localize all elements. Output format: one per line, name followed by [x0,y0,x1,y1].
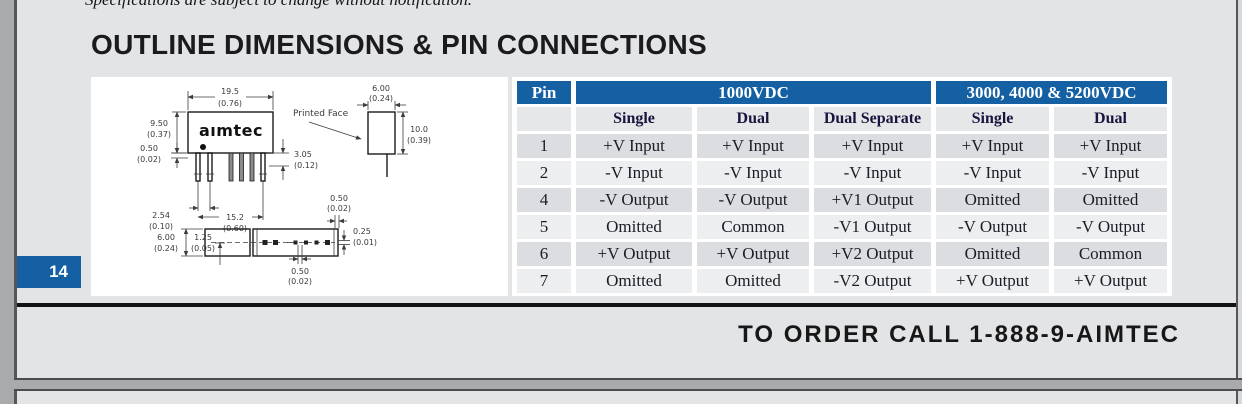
dim-pinlen-mm: 3.05 [294,150,312,159]
col-header-pin: Pin [517,81,571,104]
subheader-empty [517,107,571,131]
front-view: aımtec 19.5 (0.76) 9.50 (0.37) [137,87,318,233]
dim-bottom-pin-bot-mm: 0.50 [291,267,309,276]
table-cell: Common [1054,242,1167,266]
table-cell: -V Input [936,161,1049,185]
page-edge-strip [0,0,14,404]
pin-number: 2 [517,161,571,185]
table-cell: -V Output [936,215,1049,239]
pin-connections-table: Pin 1000VDC 3000, 4000 & 5200VDC Single … [517,81,1167,293]
table-cell: +V Input [814,134,931,158]
dim-side-height-mm: 10.0 [410,125,428,134]
table-cell: -V Input [576,161,692,185]
table-cell: -V Output [697,188,809,212]
subheader-dual-1: Dual [697,107,809,131]
section-heading: OUTLINE DIMENSIONS & PIN CONNECTIONS [91,29,707,60]
dim-side-width-in: (0.24) [369,94,393,103]
dim-front-width-mm: 19.5 [221,87,239,96]
dim-pinlen-in: (0.12) [294,161,318,170]
table-cell: +V1 Output [814,188,931,212]
table-cell: Omitted [576,269,692,293]
dim-side-height-in: (0.39) [407,136,431,145]
outline-drawing: aımtec 19.5 (0.76) 9.50 (0.37) [137,84,431,286]
dim-front-width-in: (0.76) [218,99,242,108]
table-cell: +V Input [936,134,1049,158]
dim-bottom-pin-thick-in: (0.01) [353,238,377,247]
table-cell: +V2 Output [814,242,931,266]
table-cell: -V Input [697,161,809,185]
table-cell: Common [697,215,809,239]
pin-number: 6 [517,242,571,266]
table-cell: -V1 Output [814,215,931,239]
spec-change-note: Specifications are subject to change wit… [85,0,472,10]
pin-connections-panel: Pin 1000VDC 3000, 4000 & 5200VDC Single … [512,77,1172,296]
section-divider-band [14,378,1242,391]
table-cell: -V Output [1054,215,1167,239]
page-right-edge-line [1236,0,1238,404]
table-cell: Omitted [1054,188,1167,212]
horizontal-rule [17,303,1236,307]
dim-side-width-mm: 6.00 [372,84,390,93]
pin1-marker-dot [200,144,206,150]
table-cell: +V Input [697,134,809,158]
pin-number: 7 [517,269,571,293]
dim-standoff-mm: 0.50 [140,144,158,153]
dim-span-mm: 15.2 [226,213,244,222]
col-group-1000vdc: 1000VDC [576,81,931,104]
page-right-sliver [1238,0,1242,404]
table-cell: +V Output [936,269,1049,293]
subheader-single-1: Single [576,107,692,131]
dim-pitch-in: (0.10) [149,222,173,231]
dim-front-height-mm: 9.50 [150,119,168,128]
dim-standoff-in: (0.02) [137,155,161,164]
table-cell: -V Input [1054,161,1167,185]
table-cell: Omitted [936,242,1049,266]
table-cell: +V Output [576,242,692,266]
page-edge-line [14,0,17,404]
order-call-bar: TO ORDER CALL 1-888-9-AIMTEC [17,307,1236,378]
table-cell: +V Output [1054,269,1167,293]
aimtec-logo: aımtec [199,121,263,140]
dim-bottom-pin-bot-in: (0.02) [288,277,312,286]
table-cell: Omitted [936,188,1049,212]
table-cell: Omitted [697,269,809,293]
table-cell: -V2 Output [814,269,931,293]
table-cell: Omitted [576,215,692,239]
side-view: 6.00 (0.24) 10.0 (0.39) Printed Face [293,84,431,177]
table-cell: +V Output [697,242,809,266]
page-number-badge: 14 [17,256,81,288]
subheader-dual-2: Dual [1054,107,1167,131]
dim-bottom-pin-thick-mm: 0.25 [353,227,371,236]
dim-bottom-pin-top-mm: 0.50 [330,194,348,203]
dim-bottom-height-mm: 6.00 [157,233,175,242]
table-cell: +V Input [576,134,692,158]
dim-bottom-height-in: (0.24) [154,244,178,253]
printed-face-label: Printed Face [293,109,349,119]
dim-bottom-offset-mm: 1.25 [194,233,212,242]
pin-number: 4 [517,188,571,212]
order-call-text: TO ORDER CALL 1-888-9-AIMTEC [738,321,1180,348]
outline-drawing-panel: aımtec 19.5 (0.76) 9.50 (0.37) [91,77,508,296]
dim-front-height-in: (0.37) [147,130,171,139]
bottom-view: 0.50 (0.02) 6.00 (0.24) 1.25 (0.05) 0.25… [154,194,377,286]
table-cell: -V Input [814,161,931,185]
col-group-3000-5200vdc: 3000, 4000 & 5200VDC [936,81,1167,104]
dim-bottom-pin-top-in: (0.02) [327,204,351,213]
table-cell: +V Input [1054,134,1167,158]
pin-number: 1 [517,134,571,158]
subheader-dual-separate: Dual Separate [814,107,931,131]
subheader-single-2: Single [936,107,1049,131]
pin-number: 5 [517,215,571,239]
table-cell: -V Output [576,188,692,212]
dim-pitch-mm: 2.54 [152,211,170,220]
dim-bottom-offset-in: (0.05) [191,244,215,253]
